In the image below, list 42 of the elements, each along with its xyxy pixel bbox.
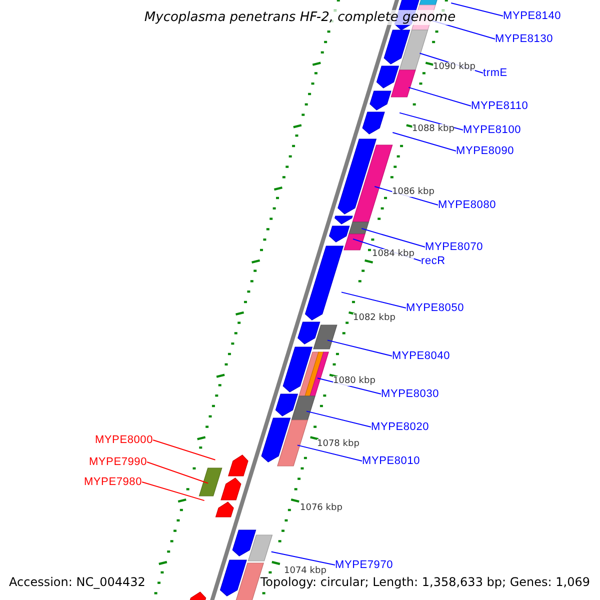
leader-line [392, 132, 456, 152]
tick-label: 1074 kbp [284, 566, 326, 576]
tick-label: 1090 kbp [433, 62, 476, 72]
accession-text: Accession: NC_004432 [9, 575, 146, 589]
gene-label: MYPE8010 [362, 455, 420, 467]
tick-label: 1076 kbp [300, 503, 342, 513]
gene-label: trmE [483, 67, 508, 79]
tick-label: 1078 kbp [317, 439, 360, 449]
gene-label: MYPE8050 [406, 302, 464, 314]
genome-info-text: Topology: circular; Length: 1,358,633 bp; Genes: 1,069 [260, 575, 590, 589]
leader-line [142, 482, 205, 502]
gene-label: MYPE8110 [471, 100, 528, 112]
gene-label: MYPE7990 [88, 456, 147, 468]
map-title: Mycoplasma penetrans HF-2, complete genome [142, 10, 458, 25]
leader-line [326, 340, 392, 356]
gene-label: recR [421, 255, 446, 267]
leader-line [450, 2, 504, 16]
leader-line [408, 86, 472, 106]
gene-label: MYPE8020 [371, 421, 430, 433]
leader-line [361, 228, 426, 248]
leader-line [146, 462, 209, 484]
gene-label: MYPE8040 [392, 350, 450, 362]
tick-label: 1084 kbp [372, 249, 414, 259]
gene-label: MYPE8130 [495, 33, 554, 45]
leader-line [296, 444, 362, 462]
leader-line [270, 551, 336, 566]
gene-label: MYPE8070 [425, 241, 484, 253]
gene-label: MYPE8080 [438, 199, 496, 211]
leader-line [306, 410, 372, 428]
leader-line [340, 292, 406, 308]
gene-label: MYPE7970 [335, 559, 394, 571]
tick-label: 1086 kbp [392, 187, 434, 197]
gene-label: MYPE8000 [94, 434, 153, 446]
gene-label: MYPE8100 [463, 124, 522, 136]
tick-label: 1088 kbp [412, 124, 454, 134]
tick-label: 1082 kbp [353, 313, 396, 323]
leader-line [152, 440, 216, 460]
gene-label: MYPE7980 [84, 476, 142, 488]
tick-label: 1080 kbp [333, 376, 376, 386]
gene-label: MYPE8140 [503, 10, 562, 22]
gene-label: MYPE8030 [381, 388, 440, 400]
gene-label: MYPE8090 [456, 145, 514, 157]
